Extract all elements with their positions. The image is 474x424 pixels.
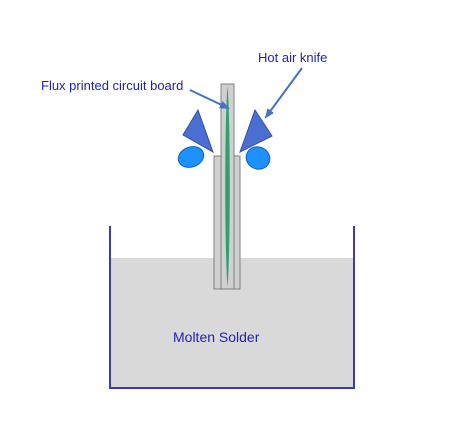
air-knife-right	[239, 108, 273, 154]
molten-solder-label: Molten Solder	[173, 329, 260, 345]
board-label: Flux printed circuit board	[41, 78, 184, 93]
air-knife-label: Hot air knife	[258, 50, 328, 65]
solder-tank	[109, 226, 355, 389]
board-pointer-arrow	[189, 89, 230, 109]
solder-droplet-right	[245, 146, 271, 170]
circuit-board	[225, 86, 230, 287]
solder-droplet-left	[177, 146, 205, 168]
knife-pointer-arrow	[264, 67, 303, 119]
air-knife-left	[182, 108, 214, 154]
